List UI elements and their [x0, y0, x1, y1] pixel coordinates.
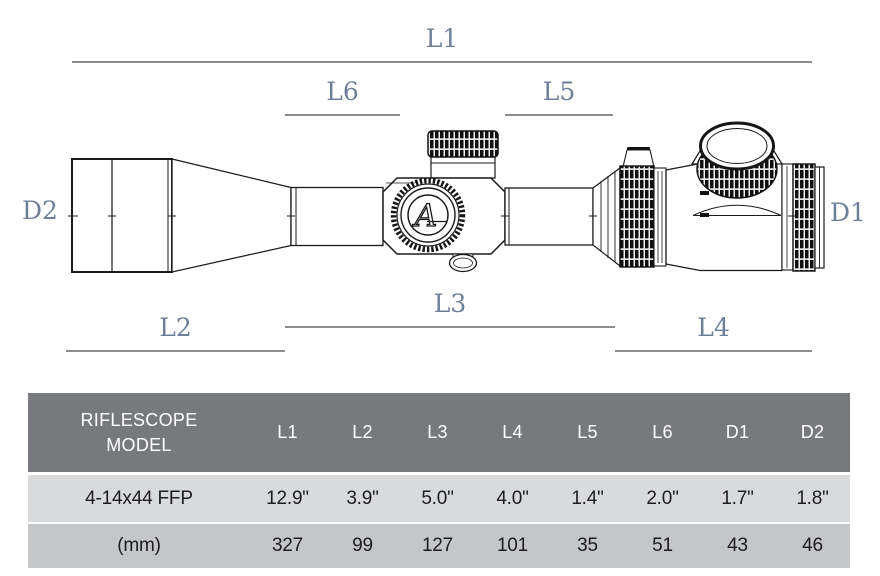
- main-tube-rear: [505, 188, 593, 245]
- spec-table: RIFLESCOPE MODEL L1 L2 L3 L4 L5 L6 D1 D2…: [28, 393, 850, 568]
- value-d2-mm: 46: [775, 535, 850, 557]
- brand-logo-letter: A: [412, 198, 437, 234]
- dim-label-l2: L2: [66, 315, 285, 340]
- value-l6-mm: 51: [625, 535, 700, 557]
- taper-cone: [172, 159, 291, 272]
- dim-line-l1: [72, 61, 812, 63]
- table-row-mm: (mm) 327 99 127 101 35 51 43 46: [28, 524, 850, 568]
- dim-label-l4: L4: [615, 315, 812, 340]
- dim-label-d1: D1: [825, 200, 871, 225]
- value-d2-in: 1.8": [775, 488, 850, 510]
- value-l2-in: 3.9": [325, 488, 400, 510]
- column-header-l6: L6: [625, 422, 700, 443]
- row-label-mm: (mm): [28, 535, 250, 557]
- side-focus-knob: A: [394, 181, 463, 250]
- dim-line-l5: [505, 114, 613, 116]
- value-l5-in: 1.4": [550, 488, 625, 510]
- value-l3-mm: 127: [400, 535, 475, 557]
- value-l1-mm: 327: [250, 535, 325, 557]
- dim-label-l1: L1: [72, 26, 812, 51]
- eyepiece-flare: [593, 168, 620, 266]
- value-l4-in: 4.0": [475, 488, 550, 510]
- table-row-inches: 4-14x44 FFP 12.9" 3.9" 5.0" 4.0" 1.4" 2.…: [28, 475, 850, 522]
- column-header-l2: L2: [325, 422, 400, 443]
- row-label-model: 4-14x44 FFP: [28, 488, 250, 510]
- value-l6-in: 2.0": [625, 488, 700, 510]
- column-header-model: RIFLESCOPE MODEL: [28, 408, 250, 457]
- value-d1-mm: 43: [700, 535, 775, 557]
- magnification-ring: [620, 147, 666, 267]
- dim-line-l6: [285, 114, 400, 116]
- main-tube-front: [291, 188, 383, 246]
- dim-label-l3: L3: [285, 291, 615, 316]
- value-l1-in: 12.9": [250, 488, 325, 510]
- value-l4-mm: 101: [475, 535, 550, 557]
- elevation-turret: [428, 131, 498, 178]
- throw-lever: [623, 150, 654, 167]
- value-d1-in: 1.7": [700, 488, 775, 510]
- dim-line-l4: [615, 350, 812, 352]
- eye-ring: [782, 164, 824, 271]
- dim-label-l6: L6: [285, 79, 400, 104]
- dim-line-l3: [285, 326, 615, 328]
- value-l3-in: 5.0": [400, 488, 475, 510]
- value-l2-mm: 99: [325, 535, 400, 557]
- column-header-d2: D2: [775, 422, 850, 443]
- spec-table-header-row: RIFLESCOPE MODEL L1 L2 L3 L4 L5 L6 D1 D2: [28, 393, 850, 472]
- column-header-l5: L5: [550, 422, 625, 443]
- value-l5-mm: 35: [550, 535, 625, 557]
- objective-bell: [72, 159, 172, 272]
- illumination-knob: [697, 123, 777, 198]
- bottom-knob: [450, 254, 477, 272]
- column-header-l1: L1: [250, 422, 325, 443]
- column-header-d1: D1: [700, 422, 775, 443]
- dim-label-l5: L5: [505, 79, 613, 104]
- column-header-l3: L3: [400, 422, 475, 443]
- dim-label-d2: D2: [18, 198, 62, 223]
- column-header-l4: L4: [475, 422, 550, 443]
- dim-line-l2: [66, 350, 285, 352]
